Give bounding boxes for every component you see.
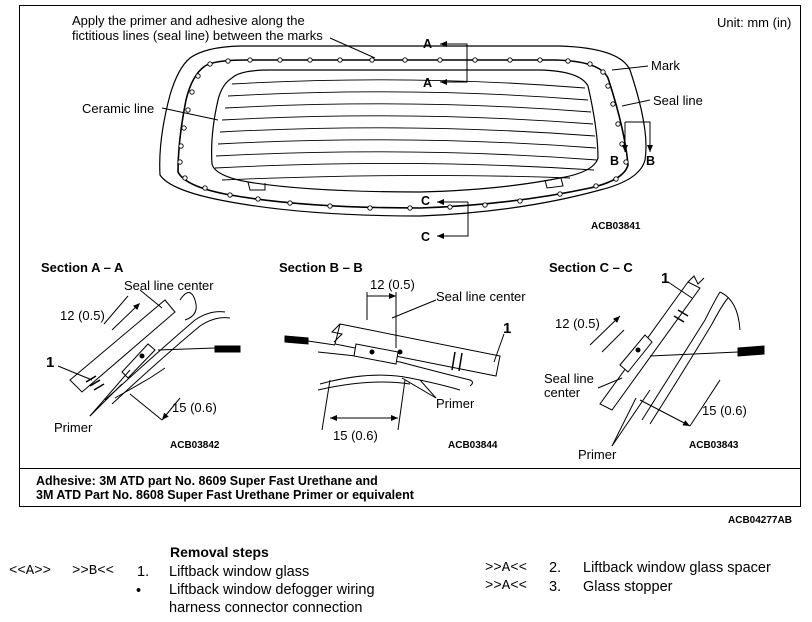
step-bullet: • <box>136 583 142 599</box>
section-b-part-number: 1 <box>503 320 512 337</box>
section-c-dim-bottom: 15 (0.6) <box>702 403 747 418</box>
step-3-mark: >>A<< <box>485 578 528 594</box>
section-a-dim-bottom: 15 (0.6) <box>172 400 217 415</box>
step-bullet-text-1: Liftback window defogger wiring <box>169 582 375 598</box>
section-c-dim-top: 12 (0.5) <box>555 316 600 331</box>
section-a-seal-line-center: Seal line center <box>124 278 214 293</box>
note-divider <box>19 468 801 469</box>
step-bullet-text-2: harness connector connection <box>169 600 363 616</box>
section-c-part-number: 1 <box>661 270 670 287</box>
section-a-title: Section A – A <box>41 260 124 275</box>
seal-line-label: Seal line <box>653 93 703 108</box>
main-figure-code: ACB03841 <box>591 221 641 232</box>
section-a-marker-top: A <box>423 37 433 51</box>
section-b-title: Section B – B <box>279 260 363 275</box>
section-a-dim-top: 12 (0.5) <box>60 308 105 323</box>
step-2-number: 2. <box>549 560 562 576</box>
section-a-drawing <box>58 290 240 420</box>
step-2-text: Liftback window glass spacer <box>583 560 771 576</box>
removal-steps-title: Removal steps <box>170 544 269 560</box>
step-2-mark: >>A<< <box>485 560 528 576</box>
step-1-text: Liftback window glass <box>169 564 310 580</box>
section-b-marker-right: B <box>646 154 656 168</box>
seal-marks <box>177 57 629 211</box>
ceramic-line <box>211 69 599 193</box>
instruction-line-1: Apply the primer and adhesive along the <box>72 13 305 28</box>
step-3-text: Glass stopper <box>583 579 673 595</box>
seal-line <box>177 59 629 209</box>
section-c-marker-top: C <box>421 194 431 208</box>
adhesive-note-line-1: Adhesive: 3M ATD part No. 8609 Super Fas… <box>36 474 378 488</box>
mark-label: Mark <box>651 58 680 73</box>
glass-outline <box>159 45 647 217</box>
step-1-number: 1. <box>137 564 150 580</box>
ceramic-line-label: Ceramic line <box>82 101 155 116</box>
section-c-primer-label: Primer <box>578 447 617 462</box>
section-b-marker-left: B <box>610 154 620 168</box>
step-1-mark-a: <<A>> <box>9 563 52 579</box>
section-b-drawing <box>284 292 505 431</box>
section-c-seal-line-label-1: Seal line <box>544 371 594 386</box>
unit-label: Unit: mm (in) <box>717 15 792 30</box>
section-a-marker-bottom: A <box>423 76 433 90</box>
section-a-primer-label: Primer <box>54 420 93 435</box>
section-b-seal-line-center: Seal line center <box>436 289 526 304</box>
section-b-primer-label: Primer <box>436 396 475 411</box>
section-a-code: ACB03842 <box>170 440 220 451</box>
section-c-code: ACB03843 <box>689 440 739 451</box>
section-c-drawing <box>589 275 765 447</box>
section-a-part-number: 1 <box>46 354 55 371</box>
section-c-marker-bottom: C <box>421 230 431 244</box>
adhesive-note-line-2: 3M ATD Part No. 8608 Super Fast Urethane… <box>36 488 414 502</box>
section-c-seal-line-label-2: center <box>544 385 581 400</box>
section-b-dim-bottom: 15 (0.6) <box>333 428 378 443</box>
step-3-number: 3. <box>549 579 562 595</box>
diagram-frame <box>19 5 801 507</box>
figure-code: ACB04277AB <box>728 515 792 526</box>
step-1-mark-b: >>B<< <box>72 563 115 579</box>
section-b-code: ACB03844 <box>448 440 498 451</box>
section-c-title: Section C – C <box>549 260 633 275</box>
instruction-line-2: fictitious lines (seal line) between the… <box>72 28 323 43</box>
section-b-dim-top: 12 (0.5) <box>370 277 415 292</box>
